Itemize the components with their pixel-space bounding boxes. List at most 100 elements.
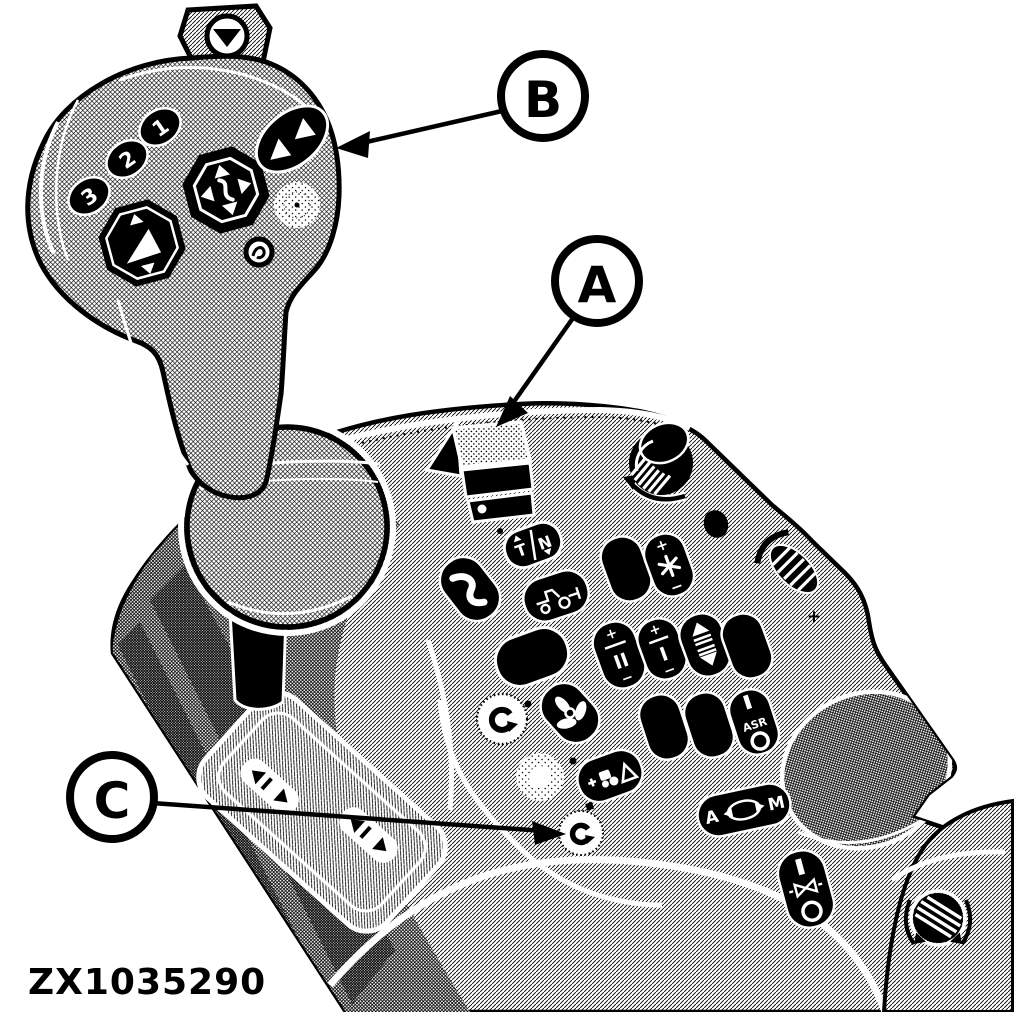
callout-c-circle <box>66 751 158 843</box>
svg-text:M: M <box>766 793 787 816</box>
svg-text:−: − <box>619 669 635 688</box>
head-highlight-3 <box>119 66 307 108</box>
small-dot-2 <box>524 700 532 708</box>
arrow-glyph-2 <box>294 117 316 140</box>
small-dot-3 <box>569 757 577 765</box>
bowtie-icon <box>789 877 823 899</box>
surface-highlight-2 <box>437 699 663 908</box>
pto-icon <box>657 554 682 577</box>
callout-b-arrow-line <box>361 108 503 146</box>
top-edge-highlight <box>307 406 692 453</box>
rotary-dial-1 <box>475 692 529 746</box>
head-highlight-1 <box>39 121 60 255</box>
io-rocker-switch <box>776 849 836 929</box>
raise-arrow-icon <box>692 622 713 647</box>
svg-text:−: − <box>662 661 678 680</box>
callout-c-label: C <box>94 772 131 830</box>
cup-depression-highlight <box>797 818 923 845</box>
fan-button <box>539 681 601 745</box>
black-dot-marker <box>703 510 729 538</box>
joystick-boot-gap <box>178 418 396 636</box>
diff-lock-button <box>576 748 644 804</box>
implement-icon <box>536 586 582 615</box>
io-on-bar <box>795 858 806 876</box>
side-paddle-panel <box>196 690 448 934</box>
blank-switch-2 <box>493 626 571 688</box>
joystick: 1 2 3 <box>25 3 396 711</box>
pad-right-arrow <box>237 178 252 195</box>
lower-arrow-icon <box>697 643 717 666</box>
joystick-stem <box>228 610 288 711</box>
surface-highlight-3 <box>327 856 889 1012</box>
knob-cap <box>638 421 690 465</box>
callout-b-arrowhead <box>336 131 370 158</box>
neck-highlight <box>116 299 190 466</box>
blank-switch-5 <box>682 691 736 759</box>
arrow-glyph-1 <box>270 138 292 160</box>
tab-triangle-icon <box>213 29 241 47</box>
side-paddle-1 <box>240 758 299 815</box>
corner-highlight <box>890 849 1006 883</box>
small-dot-1 <box>497 528 503 534</box>
svg-text:+: + <box>653 535 671 556</box>
svg-text:+: + <box>647 621 663 640</box>
callout-a-arrowhead <box>496 396 528 427</box>
lower-pad-up-arrow <box>130 214 144 226</box>
four-way-pad <box>182 146 270 234</box>
fan-icon <box>554 696 587 729</box>
hand-thumbwheel <box>903 889 973 947</box>
callout-c-arrowhead <box>532 821 566 845</box>
edge-thumbwheel <box>754 529 820 595</box>
svg-text:+: + <box>603 625 619 644</box>
asr-off-ring <box>750 731 770 751</box>
small-round-button <box>243 236 275 268</box>
plus-marker: + <box>807 607 821 627</box>
hitch-handset-button <box>438 555 502 623</box>
pad-left-arrow <box>200 185 215 202</box>
surface-highlight-1 <box>425 639 455 811</box>
figure-code: ZX1035290 <box>28 962 266 1003</box>
lower-pad-down-arrow <box>140 262 155 274</box>
raise-lower-switch <box>678 612 732 678</box>
callout-b-circle <box>497 50 589 142</box>
small-button-icon <box>251 246 266 260</box>
auto-manual-switch: A M <box>696 782 792 838</box>
io-off-ring <box>801 900 823 922</box>
stippled-circle <box>274 182 320 228</box>
handset-icon <box>449 573 488 607</box>
shift-arrows-button <box>254 104 330 174</box>
scv-2-switch: + II − <box>591 620 647 690</box>
rotary-selector-knob <box>623 421 693 504</box>
corner-armrest-piece <box>881 798 1014 1012</box>
speed-button-2: 2 <box>105 138 149 180</box>
boot-highlight-3 <box>227 594 353 616</box>
shift-tn-button: T N <box>502 520 564 570</box>
head-highlight-2 <box>54 99 80 261</box>
rocker-switch-a <box>424 418 536 534</box>
svg-text:A: A <box>703 807 721 829</box>
rotate-arrow-icon-small <box>569 822 592 846</box>
pto-switch: + − <box>642 532 696 598</box>
screw-hole <box>475 502 489 516</box>
callout-c: C <box>66 751 566 845</box>
callout-c-arrow-line <box>151 800 545 834</box>
rotate-arrow-icon <box>488 706 514 733</box>
asr-switch: ASR <box>727 688 781 756</box>
switch-a-front-face <box>460 461 535 499</box>
callout-b: B <box>336 50 589 158</box>
svg-text:−: − <box>668 576 686 597</box>
rotary-dial-3 <box>558 810 604 856</box>
knob-crescent-highlight <box>634 439 654 472</box>
pad-down-arrow <box>221 201 238 216</box>
wheel-arrow-left <box>903 899 916 946</box>
auto-manual-arrows-icon <box>723 799 765 821</box>
scv-1-switch: + I − <box>636 617 688 681</box>
side-paddle-2 <box>339 807 398 863</box>
svg-text:N: N <box>535 532 554 554</box>
callout-a-arrow-line <box>511 316 575 405</box>
pad-up-arrow <box>214 164 231 179</box>
blank-switch-3 <box>720 612 774 680</box>
blank-switch-4 <box>637 693 691 761</box>
top-edge-dotted-line <box>314 415 689 457</box>
